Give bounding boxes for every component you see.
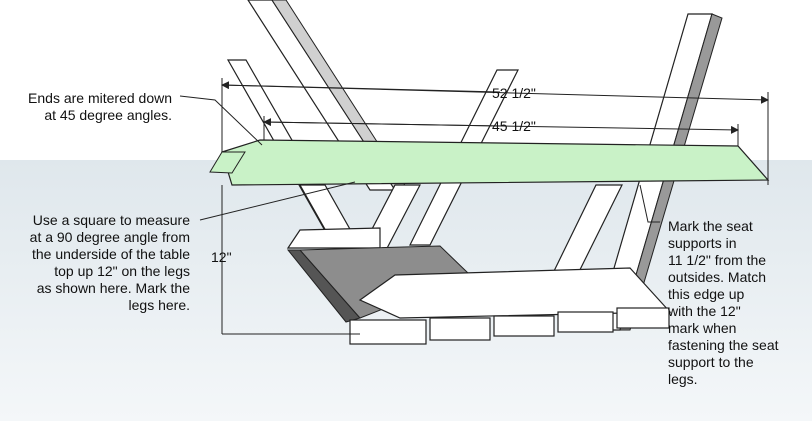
dim-height-label: 12": [211, 249, 232, 265]
note-square: Use a square to measure at a 90 degree a…: [29, 212, 190, 313]
top-board-end: [209, 151, 246, 174]
dim-overall-label: 52 1/2": [492, 85, 536, 101]
leader-seat: [639, 184, 660, 223]
seat-support: [358, 267, 672, 319]
seat-frame-back: [286, 227, 381, 249]
dim-inner-label: 45 1/2": [492, 118, 536, 134]
leader-square: [199, 181, 356, 221]
note-miter: Ends are mitered down at 45 degree angle…: [28, 90, 172, 123]
leader-miter: [179, 95, 263, 146]
top-board: [221, 139, 770, 186]
dimension-overall: [221, 78, 769, 185]
dimension-height: [221, 185, 360, 335]
note-seat-supports: Mark the seat supports in 11 1/2" from t…: [668, 218, 779, 387]
seat-boards: [349, 307, 670, 345]
